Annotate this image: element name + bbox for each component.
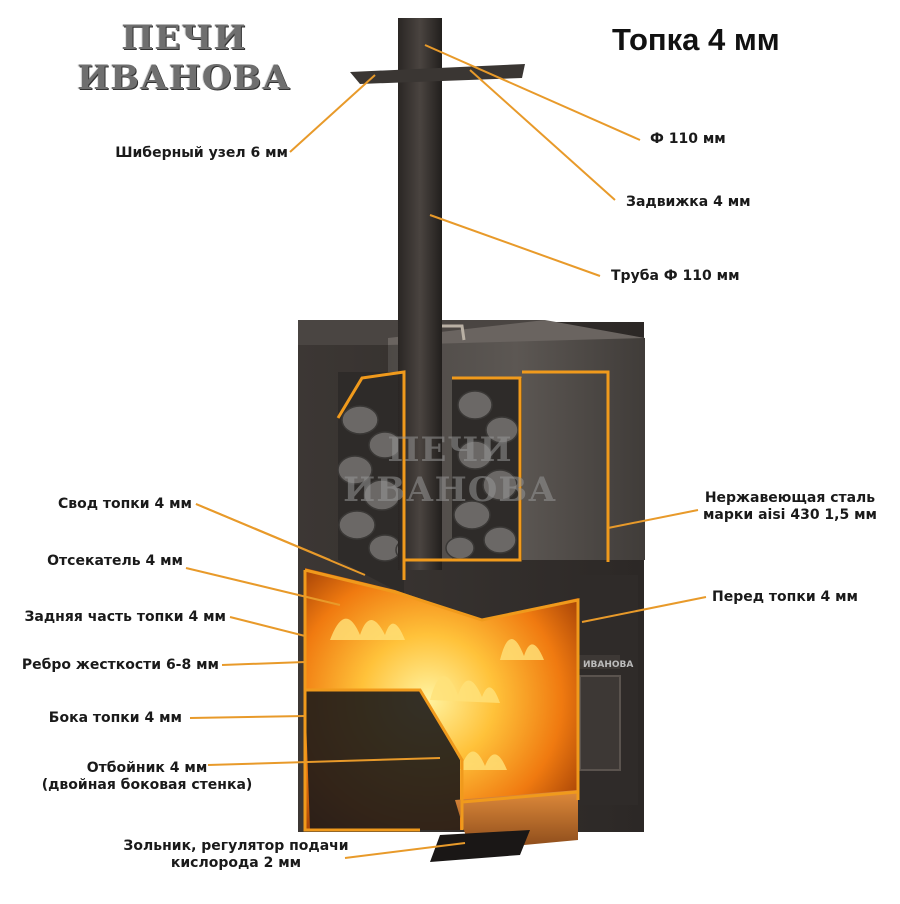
- label-cutter: Отсекатель 4 мм: [47, 553, 183, 569]
- brand-logo: ПЕЧИ ИВАНОВА: [14, 10, 354, 98]
- label-firebox-vault: Свод топки 4 мм: [57, 496, 192, 512]
- label-stainless-line2: марки aisi 430 1,5 мм: [702, 507, 877, 523]
- cutaway-outlines: [303, 370, 610, 832]
- label-diameter: Ф 110 мм: [650, 131, 726, 147]
- label-deflector: Отбойник 4 мм (двойная боковая стенка): [32, 760, 262, 794]
- door-label: ИВАНОВА: [583, 660, 634, 670]
- label-stainless: Нержавеющая сталь марки aisi 430 1,5 мм: [690, 490, 890, 524]
- label-damper-unit: Шиберный узел 6 мм: [115, 145, 288, 161]
- label-deflector-line1: Отбойник 4 мм: [86, 760, 208, 776]
- label-back-part: Задняя часть топки 4 мм: [24, 609, 226, 625]
- label-gate-valve: Задвижка 4 мм: [626, 194, 751, 210]
- label-stainless-line1: Нержавеющая сталь: [704, 490, 876, 506]
- flames: [330, 618, 544, 770]
- label-front: Перед топки 4 мм: [712, 589, 859, 605]
- watermark: ПЕЧИ ИВАНОВА: [343, 430, 557, 510]
- label-deflector-line2: (двойная боковая стенка): [41, 777, 253, 793]
- page-title: Топка 4 мм: [612, 22, 780, 57]
- door-plaque: [578, 655, 620, 669]
- label-ash-line1: Зольник, регулятор подачи: [123, 838, 349, 854]
- logo-text: ПЕЧИ ИВАНОВА: [77, 18, 291, 98]
- label-sides: Бока топки 4 мм: [48, 710, 182, 726]
- door: [579, 675, 621, 771]
- ash-slide: [430, 830, 530, 862]
- leader-lines: [185, 44, 707, 859]
- label-stiffener: Ребро жесткости 6-8 мм: [21, 657, 219, 673]
- stones: [337, 390, 519, 562]
- label-ash-pan: Зольник, регулятор подачи кислорода 2 мм: [110, 838, 362, 872]
- label-pipe: Труба Ф 110 мм: [611, 268, 740, 284]
- label-ash-line2: кислорода 2 мм: [170, 855, 302, 871]
- casing-top: [388, 320, 645, 345]
